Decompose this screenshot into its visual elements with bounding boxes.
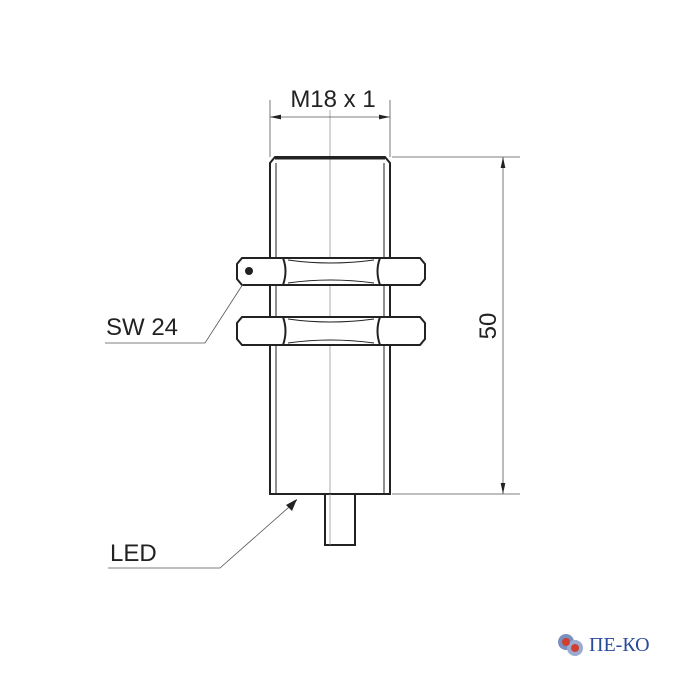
led-label: LED	[110, 540, 157, 567]
gear-icon	[558, 634, 583, 656]
wrench-leader	[105, 283, 244, 344]
logo-text: ПЕ-КО	[589, 633, 650, 656]
wrench-label: SW 24	[106, 314, 178, 341]
length-dimension	[392, 156, 520, 495]
thread-dimension	[269, 100, 391, 157]
nut-lower	[236, 316, 426, 346]
led-leader	[108, 499, 298, 569]
cable	[324, 493, 356, 546]
length-label: 50	[475, 313, 502, 340]
company-logo: ПЕ-КО	[556, 632, 650, 658]
thread-label: M18 x 1	[290, 86, 375, 113]
nut-upper	[236, 257, 426, 286]
